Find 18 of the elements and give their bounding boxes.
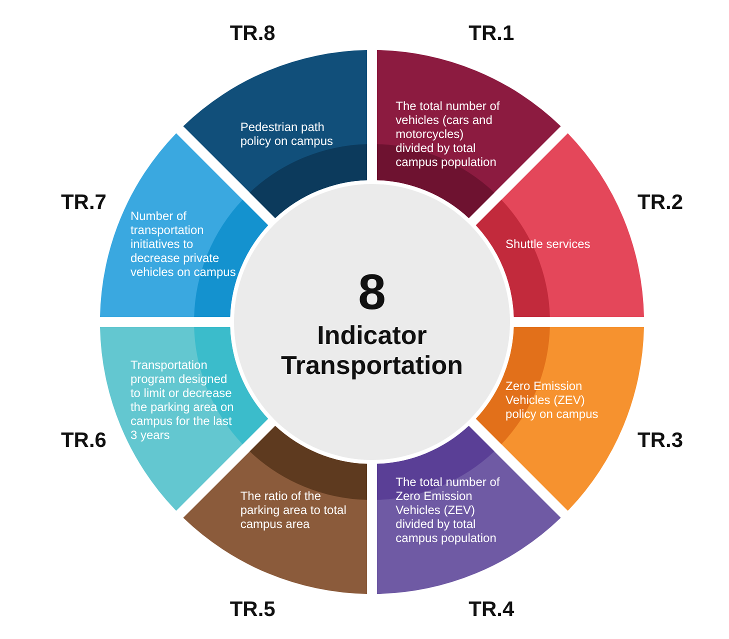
segment-label: TR.8 bbox=[230, 22, 276, 46]
segment-label: TR.4 bbox=[468, 598, 514, 622]
segment-text: Transportation program designed to limit or decrease the parking area on campus for the last 3 years bbox=[130, 358, 235, 442]
segment-text: The ratio of the parking area to total campus area bbox=[240, 488, 348, 531]
segment-label: TR.3 bbox=[638, 429, 683, 454]
segment-text: The total number of Zero Emission Vehicles (ZEV) divided by total campus population bbox=[396, 474, 501, 545]
segment-text: Pedestrian path policy on campus bbox=[240, 120, 334, 148]
segment-text: The total number of vehicles (cars and motorcycles) divided by total campus population bbox=[396, 99, 501, 170]
segment-text: Shuttle services bbox=[506, 237, 592, 252]
segment-text: Zero Emission Vehicles (ZEV) policy on campus bbox=[506, 378, 600, 421]
segment-text: Number of transportation initiatives to decrease private vehicles on campus bbox=[130, 209, 237, 280]
indicator-count: 8 bbox=[358, 264, 386, 320]
segment-label: TR.6 bbox=[60, 429, 106, 454]
segment-label: TR.2 bbox=[638, 190, 683, 215]
segment-label: TR.7 bbox=[60, 190, 106, 215]
segment-label: TR.5 bbox=[230, 598, 276, 622]
segment-label: TR.1 bbox=[468, 22, 514, 46]
center-title: Indicator Transportation bbox=[280, 320, 464, 380]
